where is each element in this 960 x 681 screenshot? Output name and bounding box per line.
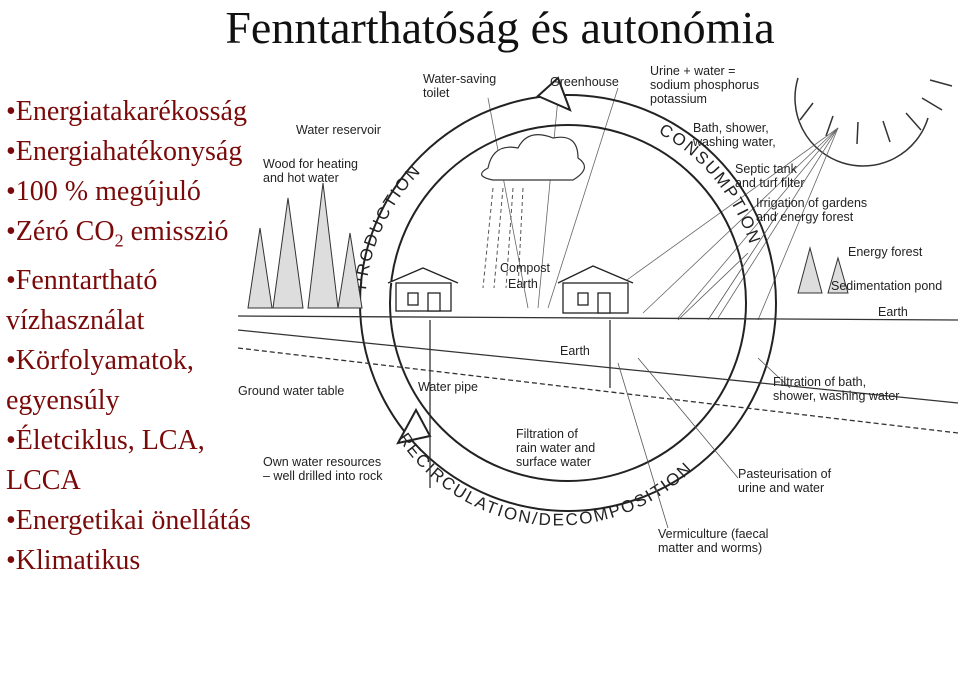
svg-text:Water pipe: Water pipe	[418, 380, 478, 394]
svg-text:Filtration of: Filtration of	[516, 427, 578, 441]
svg-text:Urine + water =: Urine + water =	[650, 64, 735, 78]
svg-text:washing water,: washing water,	[692, 135, 776, 149]
svg-text:shower, washing water: shower, washing water	[773, 389, 899, 403]
svg-text:Water-saving: Water-saving	[423, 72, 496, 86]
svg-text:and turf filter: and turf filter	[735, 176, 804, 190]
svg-text:Septic tank: Septic tank	[735, 162, 798, 176]
svg-text:Water reservoir: Water reservoir	[296, 123, 381, 137]
house-right	[558, 266, 633, 313]
forest-left	[248, 183, 362, 308]
house-left	[388, 268, 458, 311]
svg-text:Filtration of bath,: Filtration of bath,	[773, 375, 866, 389]
svg-text:and energy forest: and energy forest	[756, 210, 854, 224]
water-cycle-diagram: PRODUCTION CONSUMPTION RECIRCULATION/DEC…	[238, 58, 960, 618]
svg-text:Earth: Earth	[878, 305, 908, 319]
production-label: PRODUCTION	[351, 160, 425, 290]
svg-text:Sedimentation pond: Sedimentation pond	[831, 279, 942, 293]
svg-text:Bath, shower,: Bath, shower,	[693, 121, 769, 135]
svg-text:Greenhouse: Greenhouse	[550, 75, 619, 89]
svg-text:– well drilled into rock: – well drilled into rock	[263, 469, 383, 483]
svg-text:potassium: potassium	[650, 92, 707, 106]
svg-text:Pasteurisation of: Pasteurisation of	[738, 467, 832, 481]
svg-text:and hot water: and hot water	[263, 171, 339, 185]
svg-text:matter and worms): matter and worms)	[658, 541, 762, 555]
svg-text:rain water and: rain water and	[516, 441, 595, 455]
svg-text:Own water resources: Own water resources	[263, 455, 381, 469]
svg-text:surface water: surface water	[516, 455, 591, 469]
svg-text:Vermiculture (faecal: Vermiculture (faecal	[658, 527, 768, 541]
svg-text:sodium phosphorus: sodium phosphorus	[650, 78, 759, 92]
svg-text:Earth: Earth	[560, 344, 590, 358]
svg-text:urine and water: urine and water	[738, 481, 824, 495]
svg-text:toilet: toilet	[423, 86, 450, 100]
svg-text:Energy forest: Energy forest	[848, 245, 923, 259]
cloud-icon	[482, 135, 585, 180]
svg-text:Earth: Earth	[508, 277, 538, 291]
svg-text:Ground water table: Ground water table	[238, 384, 344, 398]
sun-icon	[795, 78, 952, 166]
slide-title: Fenntarthatóság és autonómia	[0, 0, 960, 56]
svg-text:Compost: Compost	[500, 261, 551, 275]
svg-text:Irrigation of gardens: Irrigation of gardens	[756, 196, 867, 210]
svg-text:Wood for heating: Wood for heating	[263, 157, 358, 171]
